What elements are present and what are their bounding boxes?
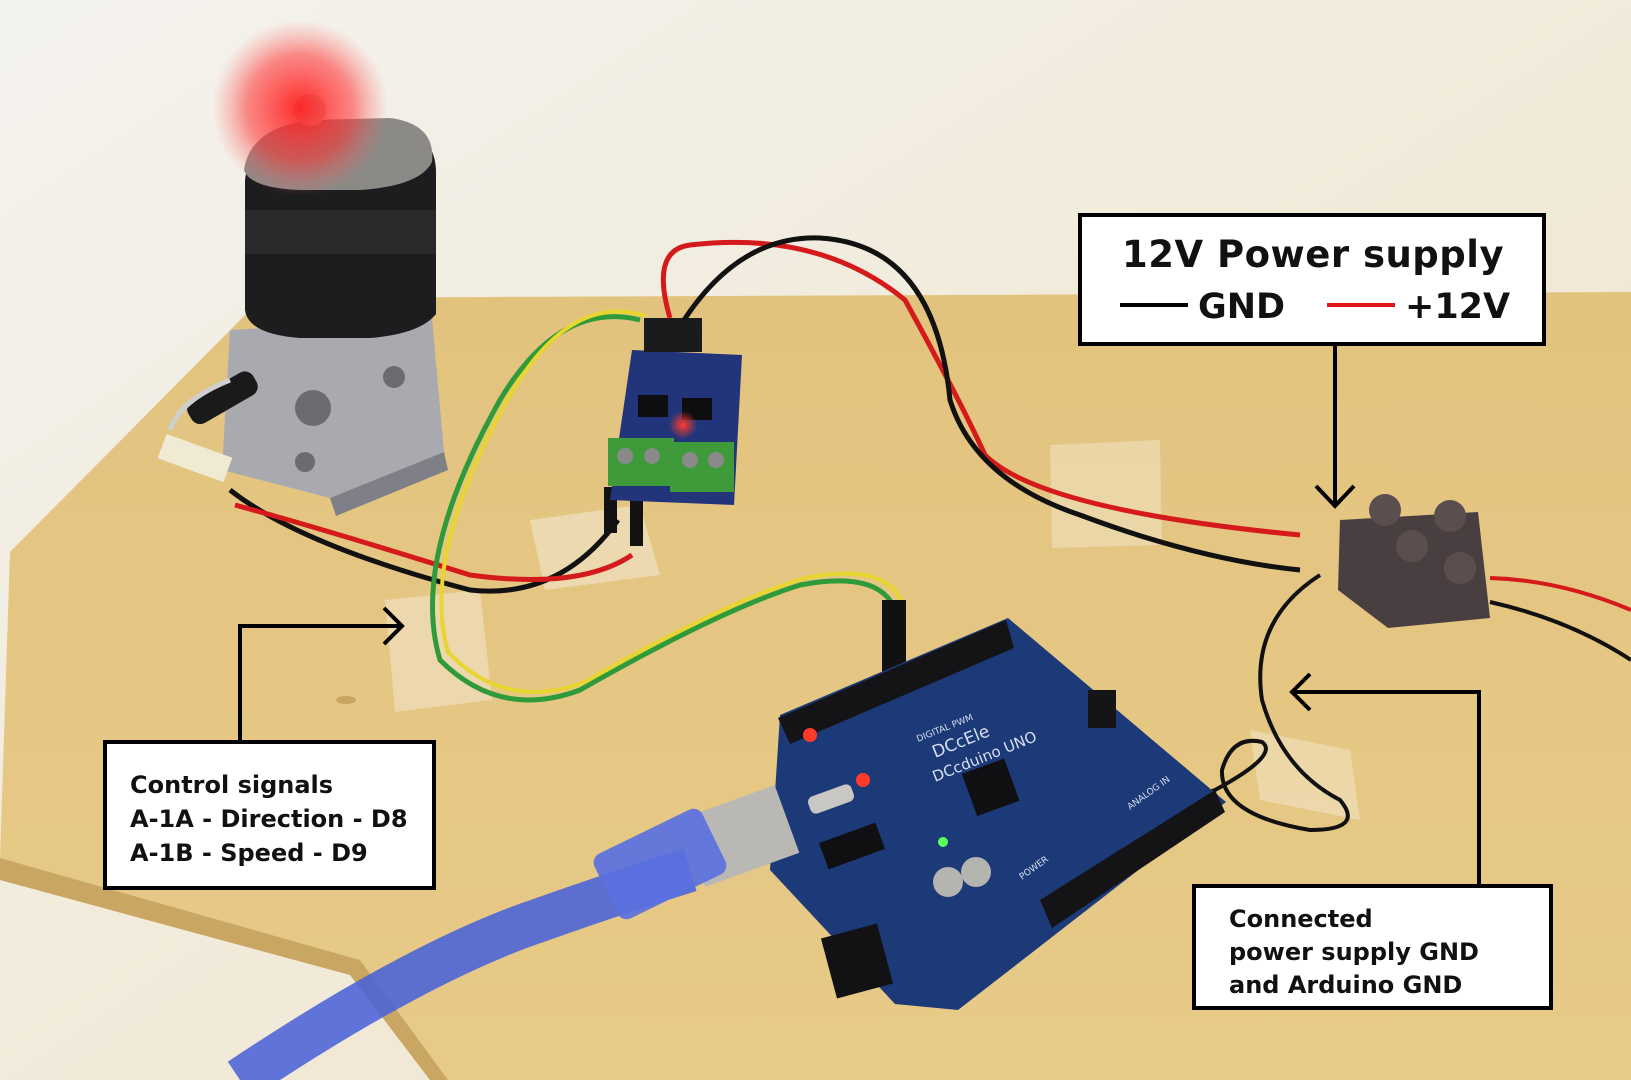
legend-gnd-swatch [1120, 303, 1188, 307]
arduino-led-red [856, 773, 870, 787]
terminal-screw-post [1369, 494, 1401, 526]
terminal-screw-post [1434, 500, 1466, 532]
legend-12v-label: +12V [1405, 287, 1511, 327]
crystal [807, 784, 855, 814]
gnd-note-line: power supply GND [1229, 938, 1479, 966]
legend-12v: +12V [1327, 287, 1510, 327]
supply-lead-red [1489, 576, 1631, 612]
control-signal-direction: A-1A - Direction - D8 [130, 805, 408, 833]
motor-lead-wire [167, 377, 231, 431]
atmega-chip [961, 758, 1020, 817]
ferrite-bead [187, 371, 258, 425]
analog-header [1040, 790, 1225, 928]
control-signals-title: Control signals [130, 771, 334, 799]
arrow-to-control-wires [238, 606, 405, 740]
gnd-note-line: and Arduino GND [1229, 971, 1463, 999]
arduino-led-green [938, 837, 948, 847]
terminal-screw [617, 448, 633, 464]
wood-knot [336, 696, 356, 704]
terminal-screw [708, 452, 724, 468]
capacitor [933, 867, 963, 897]
arrow-to-terminal-block [1314, 346, 1356, 509]
terminal-screw-post [1396, 530, 1428, 562]
motor-bracket-shade [330, 452, 448, 516]
motor-tape-band [245, 210, 436, 254]
terminal-screw [644, 448, 660, 464]
icsp-header [1088, 690, 1116, 728]
motor-spin-glow [212, 20, 388, 196]
terminal-screw [682, 452, 698, 468]
screw-terminal-right [670, 442, 734, 492]
legend-gnd: GND [1120, 287, 1285, 327]
capacitor [961, 857, 991, 887]
gnd-note-line: Connected [1229, 905, 1373, 933]
arrow-to-gnd-wire [1289, 672, 1481, 884]
supply-wire-red [660, 239, 1301, 538]
driver-output-plug [630, 490, 643, 546]
legend-gnd-label: GND [1198, 287, 1286, 327]
driver-chip [638, 395, 668, 417]
motor-wire-red [234, 502, 634, 582]
bracket-hole [383, 366, 405, 388]
bracket-hole [295, 390, 331, 426]
motor-connector [157, 433, 233, 483]
motor-bracket [222, 318, 444, 498]
dc-jack [820, 923, 894, 999]
screw-terminal-left [608, 438, 674, 486]
control-wire-yellow [439, 309, 905, 694]
terminal-screw-post [1444, 552, 1476, 584]
supply-lead-black [1489, 600, 1631, 662]
supply-wire-black [681, 235, 1301, 573]
usb-serial-chip [819, 822, 885, 870]
gnd-wire [1138, 573, 1350, 833]
power-supply-callout: 12V Power supply GND +12V [1078, 213, 1546, 346]
tape-piece [1050, 440, 1162, 548]
terminal-block [1338, 512, 1490, 628]
driver-header [644, 318, 702, 352]
wooden-board-edge [0, 858, 448, 1080]
control-wire-green [430, 314, 898, 703]
digital-header [778, 620, 1014, 744]
bracket-hole [295, 452, 315, 472]
legend-12v-swatch [1327, 303, 1395, 307]
power-supply-title: 12V Power supply [1122, 233, 1505, 276]
control-signals-callout: Control signals A-1A - Direction - D8 A-… [103, 740, 436, 890]
driver-power-led [669, 411, 697, 439]
motor-wire-black [228, 488, 621, 594]
control-signal-speed: A-1B - Speed - D9 [130, 839, 368, 867]
arduino-led-red [803, 728, 817, 742]
gnd-connection-callout: Connected power supply GND and Arduino G… [1192, 884, 1553, 1010]
usb-plug [593, 808, 727, 920]
